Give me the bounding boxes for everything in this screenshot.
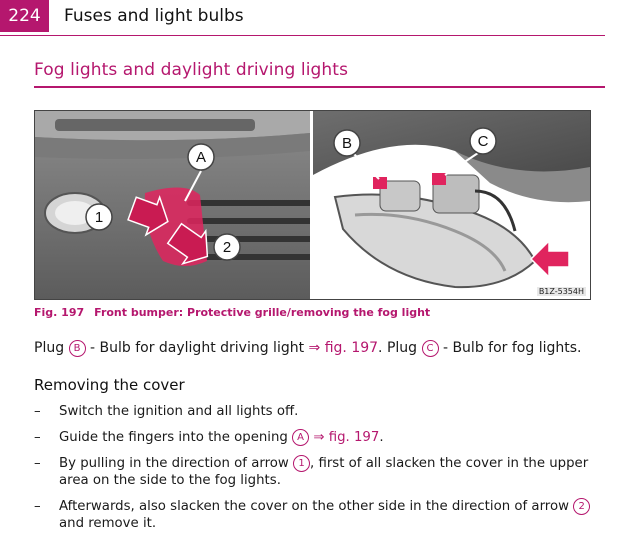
marker-c-inline: C <box>421 340 439 357</box>
marker-b: B <box>342 135 352 152</box>
bullet-dash: – <box>34 456 41 471</box>
step-text: . <box>379 430 384 445</box>
step-text: Afterwards, also slacken the cover on th… <box>59 499 574 514</box>
subheading: Removing the cover <box>34 376 185 394</box>
fog-light-photo: B C <box>313 111 590 299</box>
marker-2-inline: 2 <box>573 498 591 515</box>
marker-2: 2 <box>223 239 231 256</box>
list-item: – Switch the ignition and all lights off… <box>34 403 609 420</box>
figure-caption: Fig. 197 Front bumper: Protective grille/… <box>34 306 430 319</box>
marker-b-inline: B <box>68 340 86 357</box>
step-text: Switch the ignition and all lights off. <box>59 404 299 419</box>
section-title: Fog lights and daylight driving lights <box>34 60 349 80</box>
bullet-dash: – <box>34 499 41 514</box>
marker-1: 1 <box>95 209 103 226</box>
bumper-photo: A 1 2 <box>35 111 313 299</box>
step-text: By pulling in the direction of arrow <box>59 456 293 471</box>
marker-a-inline: A <box>292 429 310 446</box>
marker-1-inline: 1 <box>293 455 310 472</box>
marker-a: A <box>196 149 206 166</box>
header-divider <box>0 35 605 36</box>
steps-list: – Switch the ignition and all lights off… <box>34 403 609 541</box>
list-item: – Afterwards, also slacken the cover on … <box>34 498 609 532</box>
figure-ref-link[interactable]: ⇒ fig. 197 <box>309 430 380 445</box>
page-number: 224 <box>0 0 49 32</box>
figure-ref-link[interactable]: ⇒ fig. 197 <box>308 340 379 356</box>
section-divider <box>34 86 605 88</box>
list-item: – Guide the fingers into the opening A ⇒… <box>34 429 609 446</box>
intro-text: - Bulb for fog lights. <box>438 340 582 356</box>
step-text: and remove it. <box>59 516 157 531</box>
list-item: – By pulling in the direction of arrow 1… <box>34 455 609 489</box>
bullet-dash: – <box>34 404 41 419</box>
figure-197: A 1 2 B C B1Z-5354H <box>34 110 591 300</box>
marker-c: C <box>478 133 489 150</box>
caption-number: Fig. 197 <box>34 306 85 319</box>
step-text: , first of all slacken the cover in the … <box>59 456 589 488</box>
header-title: Fuses and light bulbs <box>64 6 244 26</box>
intro-paragraph: Plug B - Bulb for daylight driving light… <box>34 340 581 357</box>
intro-text: - Bulb for daylight driving light <box>85 340 309 356</box>
figure-code: B1Z-5354H <box>536 287 586 296</box>
figure-illustration: A 1 2 B C <box>35 111 590 299</box>
caption-text: Front bumper: Protective grille/removing… <box>94 306 431 319</box>
intro-text: Plug <box>34 340 69 356</box>
bullet-dash: – <box>34 430 41 445</box>
step-text: Guide the fingers into the opening <box>59 430 293 445</box>
intro-text: . Plug <box>378 340 422 356</box>
